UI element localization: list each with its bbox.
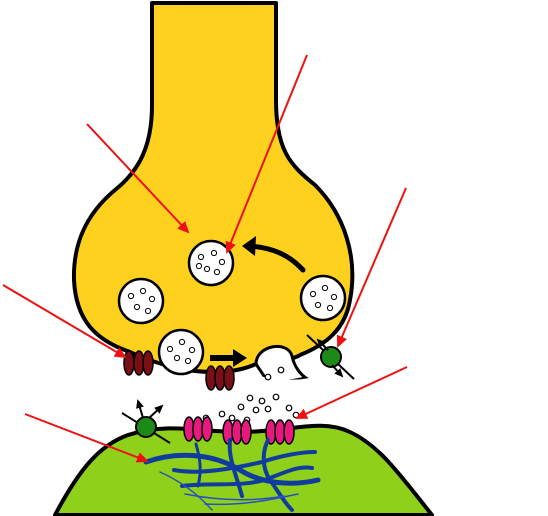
postsynaptic-receptor [222, 419, 252, 445]
annotation-arrow-calcium-channel [2, 284, 127, 359]
synaptic-vesicle [187, 239, 235, 287]
annotation-arrow-vesicle [225, 54, 308, 254]
annotation-arrow-density [24, 413, 149, 463]
synaptic-vesicle [157, 328, 205, 376]
postsynaptic-receptor [265, 419, 295, 445]
synaptic-vesicle [299, 274, 347, 322]
vesicle-recycling-arrow [247, 243, 306, 273]
postsynaptic-density [143, 438, 321, 512]
voltage-gated-calcium-channel [205, 365, 235, 391]
annotation-arrow-receptor [295, 366, 408, 419]
reuptake-transporter [306, 334, 355, 380]
annotation-arrow-terminal [86, 123, 190, 234]
neurotransmitter [202, 366, 300, 424]
synaptic-vesicle [117, 277, 165, 325]
annotation-arrows [2, 54, 408, 463]
reuptake-transporter [121, 399, 171, 444]
voltage-gated-calcium-channel [123, 350, 154, 376]
postsynaptic-receptor [183, 416, 213, 442]
annotation-arrow-transporter [336, 187, 407, 348]
